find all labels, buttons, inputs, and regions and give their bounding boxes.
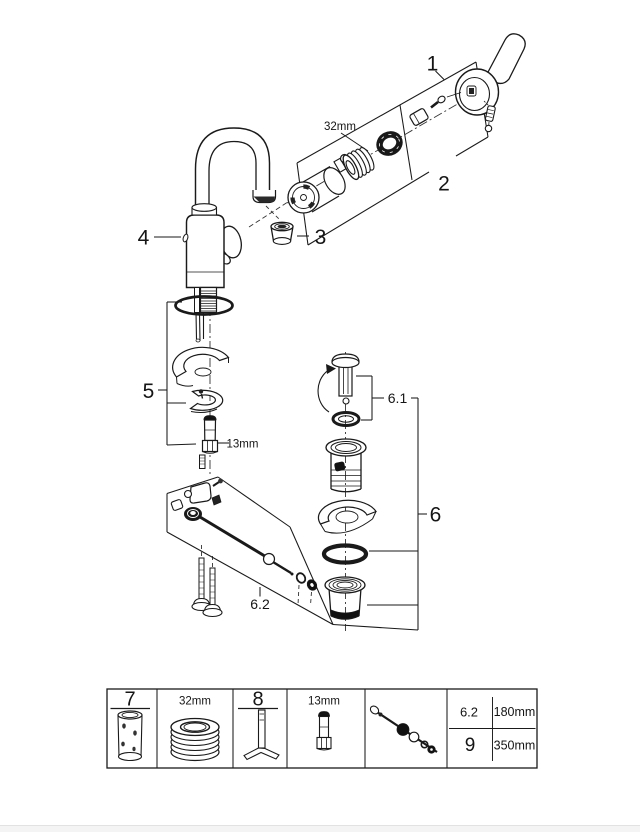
cartridge-cap xyxy=(342,147,375,181)
drain-tailpiece xyxy=(324,576,366,620)
retaining-ring xyxy=(376,131,403,156)
spout-outlet-band xyxy=(253,196,275,203)
escutcheon xyxy=(172,346,230,387)
oring-leader-dash xyxy=(297,584,300,606)
cartridge-group xyxy=(287,131,403,214)
handle-lever xyxy=(486,33,526,85)
drain-set xyxy=(317,353,377,620)
spec-len-350: 350mm xyxy=(494,739,536,753)
rotate-arrowhead xyxy=(326,364,336,374)
bracket6-bottom-join xyxy=(332,623,419,631)
box62-right xyxy=(289,526,334,625)
spout-collar-top xyxy=(191,203,217,212)
mounting-washer xyxy=(189,389,224,414)
rod-ball xyxy=(262,552,276,566)
label1-leader xyxy=(435,70,445,80)
popup-housing xyxy=(170,478,223,521)
drain-flange-body xyxy=(325,438,367,493)
callout-lines xyxy=(154,61,489,631)
supply-hoses xyxy=(195,312,205,342)
ring32-image xyxy=(170,717,220,762)
handle-socket-hole xyxy=(469,88,474,94)
screw-head xyxy=(437,95,446,104)
hose-tip xyxy=(195,338,201,343)
box-bottom-edge-b xyxy=(307,171,430,246)
box62-top-left xyxy=(166,476,219,494)
drain-clamp xyxy=(317,499,377,534)
screw-axis xyxy=(446,92,462,98)
body-clip xyxy=(182,233,189,243)
table-cell-tool8: 8 xyxy=(238,689,280,761)
spout-inner xyxy=(208,140,257,210)
box62-top xyxy=(217,476,291,528)
screw-shaft xyxy=(430,100,439,109)
handle-assembly xyxy=(409,33,526,133)
part-label-6: 6 xyxy=(430,504,442,527)
faucet-body-group xyxy=(182,127,294,289)
popup-rod-set xyxy=(170,478,318,618)
rod-tip xyxy=(272,560,292,575)
washer-leader-dash xyxy=(310,591,312,606)
spout-outer xyxy=(194,127,271,210)
box-bottom-edge-a xyxy=(455,136,489,157)
cartridge-slots xyxy=(290,184,317,211)
footer-strip xyxy=(0,826,640,832)
plug-seal-ring xyxy=(331,411,361,427)
mounting-bolt xyxy=(201,415,219,454)
rotate-arrow xyxy=(317,368,331,413)
spec-ref-9: 9 xyxy=(465,735,476,756)
tool7-label: 7 xyxy=(124,689,135,711)
grub-screw xyxy=(484,105,496,122)
popup-rod xyxy=(199,515,269,560)
handle-nut xyxy=(409,108,429,126)
table-cell-tool7: 7 xyxy=(110,689,150,762)
part-labels: 1 2 3 4 5 6 6.1 6.2 32mm 13mm xyxy=(138,53,450,613)
box62-bottom xyxy=(166,531,334,625)
wrench-tool-image xyxy=(243,709,280,761)
drain-plug xyxy=(317,353,360,413)
table-cell-ring32: 32mm xyxy=(170,696,220,762)
rod-oring xyxy=(295,572,307,584)
box-top-edge xyxy=(296,61,477,164)
aerator xyxy=(270,221,294,245)
box-divider xyxy=(399,104,413,181)
check-ball xyxy=(484,124,493,133)
body-cylinder xyxy=(185,214,225,289)
sleeve-tool-image xyxy=(117,710,143,762)
rod-washer xyxy=(306,579,318,591)
part-label-4: 4 xyxy=(138,227,150,250)
tool8-label: 8 xyxy=(252,689,263,711)
spout-aerator-dash xyxy=(265,205,280,220)
footer xyxy=(0,825,640,832)
cartridge xyxy=(287,153,350,214)
dimension-label-32mm: 32mm xyxy=(324,121,356,133)
body-cartridge-dash xyxy=(248,199,292,228)
part-label-1: 1 xyxy=(427,53,439,76)
bolt13-label: 13mm xyxy=(308,696,340,708)
part-label-2: 2 xyxy=(438,173,450,196)
table-cell-specs: 6.2 180mm 9 350mm xyxy=(460,705,535,757)
ring32-label: 32mm xyxy=(179,696,211,708)
dimension-label-13mm: 13mm xyxy=(227,439,259,451)
mounting-set xyxy=(172,286,234,469)
part-label-3: 3 xyxy=(315,226,327,249)
part-label-6-2: 6.2 xyxy=(250,596,270,612)
grub-axis xyxy=(483,100,490,107)
spare-parts-table: 7 32mm xyxy=(106,688,538,769)
mounting-studs xyxy=(191,557,223,618)
part-label-6-1: 6.1 xyxy=(388,390,408,406)
bracket5-tick-bottom xyxy=(166,443,197,446)
spec-len-180: 180mm xyxy=(494,705,536,719)
supply-tube xyxy=(194,287,200,313)
table-dividers xyxy=(156,689,536,768)
bolt13-image xyxy=(316,711,332,751)
table-cell-rod xyxy=(369,705,438,754)
part-label-5: 5 xyxy=(143,380,155,403)
flange-slot xyxy=(334,461,346,472)
drain-oring xyxy=(321,543,369,565)
threaded-stud-short xyxy=(199,454,206,469)
spec-ref-62: 6.2 xyxy=(460,705,478,720)
table-cell-bolt13: 13mm xyxy=(308,696,340,751)
